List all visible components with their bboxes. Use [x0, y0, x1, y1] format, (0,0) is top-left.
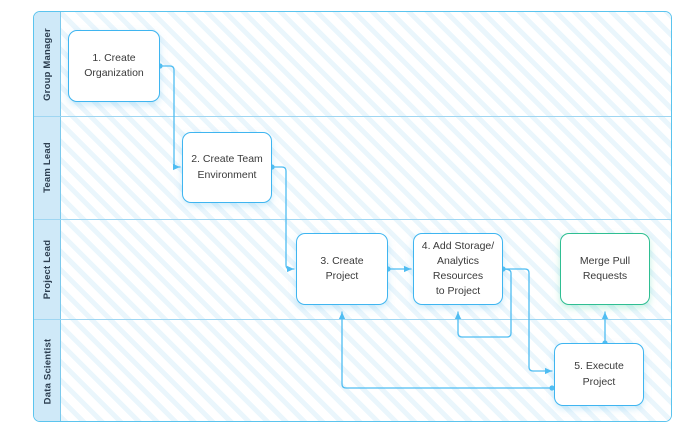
lane-divider-1: [34, 116, 671, 118]
node-line-1: Merge Pull: [579, 254, 631, 267]
node-line-2: Organization: [84, 67, 144, 79]
node-line-4: to Project: [435, 285, 481, 298]
lane-label-group-manager: Group Manager: [34, 12, 61, 116]
lane-label-strip: [34, 12, 61, 421]
node-create-organization[interactable]: 1. Create Organization: [68, 30, 160, 102]
lane-label-text: Team Lead: [42, 142, 54, 193]
lane-label-data-scientist: Data Scientist: [34, 319, 61, 421]
lane-divider-3: [34, 319, 671, 321]
node-merge-pull-requests[interactable]: Merge Pull Requests: [560, 233, 650, 305]
lane-label-text: Project Lead: [42, 239, 54, 299]
node-line-2: Project: [582, 375, 616, 388]
node-line-2: Analytics: [436, 254, 479, 267]
node-line-2: Requests: [582, 270, 628, 282]
node-line-1: 2. Create Team: [191, 153, 263, 166]
node-line-1: 3. Create: [320, 254, 364, 267]
node-add-storage-analytics-resources[interactable]: 4. Add Storage/ Analytics Resources to P…: [413, 233, 503, 305]
node-line-2: Environment: [197, 168, 257, 181]
node-line-1: 1. Create: [92, 51, 136, 64]
lane-label-team-lead: Team Lead: [34, 116, 61, 219]
node-line-1: 5. Execute: [574, 360, 624, 373]
node-line-2: Project: [325, 270, 359, 282]
lane-label-project-lead: Project Lead: [34, 219, 61, 319]
node-execute-project[interactable]: 5. Execute Project: [554, 343, 644, 406]
node-create-team-environment[interactable]: 2. Create Team Environment: [182, 132, 272, 203]
lane-label-text: Data Scientist: [42, 338, 54, 404]
node-create-project[interactable]: 3. Create Project: [296, 233, 388, 305]
lane-label-text: Group Manager: [42, 27, 53, 101]
node-line-1: 4. Add Storage/: [421, 239, 495, 252]
node-line-3: Resources: [432, 270, 484, 282]
lane-divider-2: [34, 219, 671, 221]
